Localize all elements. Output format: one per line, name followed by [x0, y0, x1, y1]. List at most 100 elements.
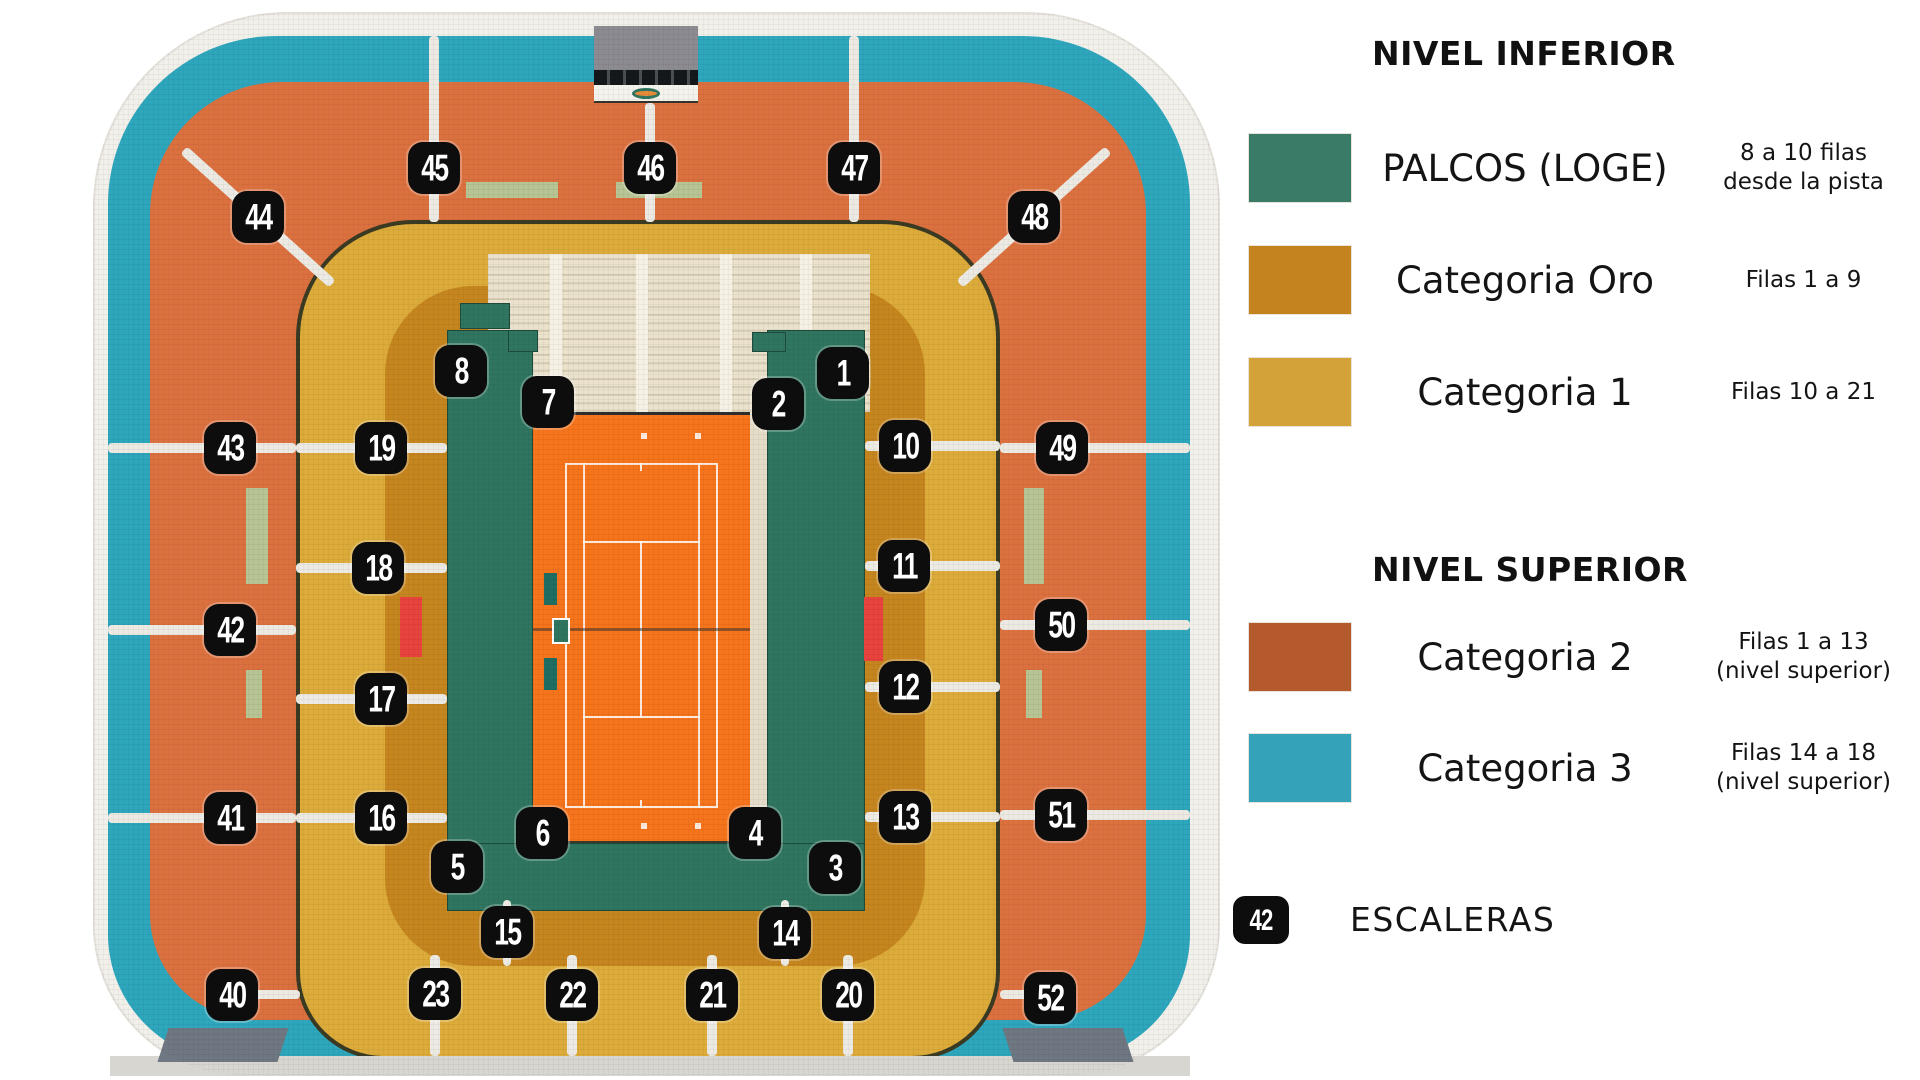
section-badge-40[interactable]: 40	[206, 969, 258, 1021]
section-badge-2[interactable]: 2	[752, 378, 804, 430]
section-badge-8[interactable]: 8	[435, 345, 487, 397]
camera-platform	[466, 182, 558, 198]
note-line: (nivel superior)	[1715, 658, 1892, 684]
section-badge-3[interactable]: 3	[809, 842, 861, 894]
section-badge-41[interactable]: 41	[204, 792, 256, 844]
section-badge-52[interactable]: 52	[1024, 972, 1076, 1024]
section-badge-number: 41	[216, 796, 245, 839]
palcos-left	[447, 330, 533, 844]
note-line: Filas 14 a 18	[1731, 740, 1876, 766]
section-badge-number: 12	[891, 665, 920, 708]
section-badge-number: 21	[698, 973, 727, 1016]
section-badge-14[interactable]: 14	[759, 907, 811, 959]
section-badge-number: 43	[216, 426, 245, 469]
section-badge-number: 8	[454, 349, 469, 392]
legend-item-label: Categoria Oro	[1396, 258, 1654, 302]
section-badge-number: 16	[367, 796, 396, 839]
section-badge-47[interactable]: 47	[828, 142, 880, 194]
section-badge-number: 13	[891, 795, 920, 838]
section-badge-19[interactable]: 19	[355, 422, 407, 474]
tribune-aisle	[550, 254, 562, 412]
aisle	[108, 625, 296, 635]
aisle	[1000, 620, 1190, 630]
legend-item-label: PALCOS (LOGE)	[1382, 146, 1668, 190]
section-badge-16[interactable]: 16	[355, 792, 407, 844]
section-badge-number: 44	[244, 195, 273, 238]
court-net	[533, 628, 750, 631]
umpire-chair	[552, 618, 570, 644]
red-block-right	[864, 597, 883, 661]
section-badge-number: 4	[748, 811, 763, 854]
section-badge-number: 52	[1036, 976, 1065, 1019]
section-badge-48[interactable]: 48	[1008, 191, 1060, 243]
section-badge-42[interactable]: 42	[204, 604, 256, 656]
note-line: desde la pista	[1723, 169, 1884, 195]
scoreboard-windows	[594, 70, 698, 85]
section-badge-number: 15	[493, 910, 522, 953]
section-badge-50[interactable]: 50	[1035, 599, 1087, 651]
section-badge-4[interactable]: 4	[729, 807, 781, 859]
section-badge-21[interactable]: 21	[686, 969, 738, 1021]
section-badge-43[interactable]: 43	[204, 422, 256, 474]
section-badge-number: 42	[216, 608, 245, 651]
section-badge-18[interactable]: 18	[352, 542, 404, 594]
section-badge-5[interactable]: 5	[431, 841, 483, 893]
section-badge-number: 19	[367, 426, 396, 469]
section-badge-51[interactable]: 51	[1035, 789, 1087, 841]
section-badge-12[interactable]: 12	[879, 661, 931, 713]
legend-section-title: NIVEL SUPERIOR	[1372, 550, 1688, 589]
section-badge-1[interactable]: 1	[817, 347, 869, 399]
legend-item-label: Categoria 2	[1417, 635, 1633, 679]
aisle	[849, 36, 859, 222]
section-badge-23[interactable]: 23	[409, 968, 461, 1020]
section-badge-17[interactable]: 17	[355, 673, 407, 725]
section-badge-number: 17	[367, 677, 396, 720]
section-badge-15[interactable]: 15	[481, 906, 533, 958]
red-block-left	[400, 597, 422, 657]
camera-platform	[246, 670, 262, 718]
section-badge-6[interactable]: 6	[516, 807, 568, 859]
legend-item-categoria-oro: Categoria Oro Filas 1 a 9	[1248, 245, 1908, 315]
court-center-mark	[640, 800, 642, 808]
section-badge-46[interactable]: 46	[624, 142, 676, 194]
section-badge-number: 51	[1047, 793, 1076, 836]
court-singles-line	[698, 463, 700, 808]
section-badge-44[interactable]: 44	[232, 191, 284, 243]
categoria-oro-color-swatch	[1248, 245, 1352, 315]
escaleras-label: ESCALERAS	[1350, 900, 1556, 939]
palcos-top-block	[460, 303, 510, 329]
legend-item-label: Categoria 3	[1417, 746, 1633, 790]
section-badge-11[interactable]: 11	[878, 540, 930, 592]
camera-platform	[1024, 488, 1044, 584]
aisle	[1000, 443, 1190, 453]
legend-item-palcos: PALCOS (LOGE) 8 a 10 filas desde la pist…	[1248, 133, 1908, 203]
section-badge-10[interactable]: 10	[879, 420, 931, 472]
section-badge-number: 2	[771, 382, 786, 425]
section-badge-number: 3	[828, 846, 843, 889]
categoria-1-color-swatch	[1248, 357, 1352, 427]
section-badge-number: 20	[834, 973, 863, 1016]
section-badge-13[interactable]: 13	[879, 791, 931, 843]
court-side-walkway	[750, 412, 767, 843]
palcos-color-swatch	[1248, 133, 1352, 203]
section-badge-49[interactable]: 49	[1036, 422, 1088, 474]
tribune-aisle	[636, 254, 648, 412]
legend-item-categoria-1: Categoria 1 Filas 10 a 21	[1248, 357, 1908, 427]
legend-section-title: NIVEL INFERIOR	[1372, 34, 1676, 73]
section-badge-number: 11	[891, 544, 918, 587]
aisle	[865, 812, 1000, 822]
note-line: Filas 10 a 21	[1731, 378, 1876, 405]
section-badge-7[interactable]: 7	[522, 376, 574, 428]
note-line: (nivel superior)	[1715, 769, 1892, 795]
camera-platform	[1026, 670, 1042, 718]
legend-item-note: Filas 1 a 9	[1696, 245, 1911, 315]
section-badge-20[interactable]: 20	[822, 969, 874, 1021]
court-singles-line	[583, 463, 585, 808]
section-badge-22[interactable]: 22	[546, 969, 598, 1021]
section-badge-number: 22	[558, 973, 587, 1016]
section-badge-45[interactable]: 45	[408, 142, 460, 194]
scoreboard-roof	[594, 26, 698, 70]
court-center-mark	[640, 463, 642, 471]
